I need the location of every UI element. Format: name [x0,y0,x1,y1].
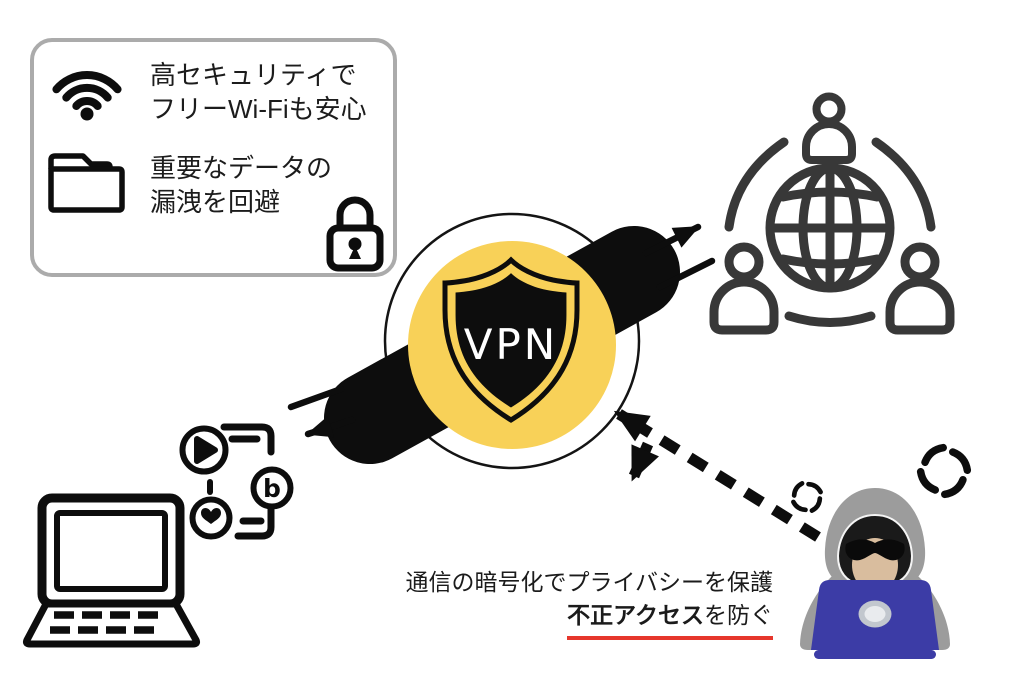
laptop-icon [22,493,201,648]
link-arc-left [724,137,789,232]
caption: 通信の暗号化でプライバシーを保護 不正アクセスを防ぐ [405,567,773,640]
hacker-icon [800,488,950,659]
keyboard-keys [50,611,158,634]
caption-emphasis: 不正アクセス [567,602,704,628]
tunnel-exit-arrows-top [642,223,716,291]
sunglasses-icon [845,539,905,561]
benefit-line: 漏洩を回避 [150,187,281,217]
benefit-item-data: 重要なデータの 漏洩を回避 [150,151,332,219]
link-arc-right [871,137,936,232]
heart-icon [189,496,233,540]
tunnel-line [656,257,716,291]
globe-icon [765,163,895,293]
benefit-line: フリーWi-Fiも安心 [150,94,367,124]
tunnel-arrow-icon [304,416,356,438]
play-icon [179,425,229,475]
deflected-arrow-icon [628,441,659,482]
caption-suffix: を防ぐ [704,602,773,628]
laptop-logo-inner [864,606,886,622]
shield-outline [442,256,580,423]
benefit-line: 重要なデータの [150,153,333,183]
globe-users-icon [709,92,955,335]
tunnel-exit-arrows-bottom [287,385,356,438]
svg-text:b: b [263,474,281,503]
benefit-line: 高セキュリティで [150,60,357,90]
link-arc-bottom [784,311,876,327]
attack-dashed-arrow-icon [613,409,821,542]
shield-icon: VPN [442,256,580,423]
benefits-box: 高セキュリティで フリーWi-Fiも安心 重要なデータの 漏洩を回避 [30,38,397,277]
caption-line1: 通信の暗号化でプライバシーを保護 [405,569,773,595]
loop-brackets [207,423,275,540]
anger-mark-icon [916,443,972,499]
anger-mark-icon [791,481,823,513]
user-icon [885,242,955,335]
tunnel-line [287,385,345,411]
lock-icon [326,196,384,272]
hacker-laptop-base [814,650,936,659]
like-icon: b [250,466,294,510]
user-icon [709,242,779,335]
benefit-item-wifi: 高セキュリティで フリーWi-Fiも安心 [150,58,367,126]
media-content-icon: b [179,423,294,540]
caption-line2-underlined: 不正アクセスを防ぐ [567,600,773,640]
shield-fill [455,273,567,408]
folder-icon [48,153,125,213]
wifi-icon [52,71,122,121]
vpn-label: VPN [464,320,558,369]
tunnel-arrow-icon [642,223,702,257]
user-icon [802,92,856,164]
